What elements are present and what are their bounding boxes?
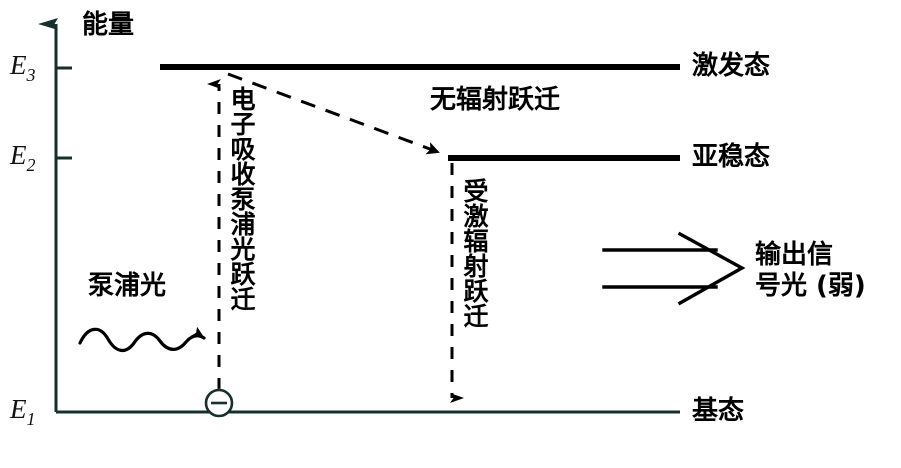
pump-light-label: 泵浦光 <box>88 271 167 301</box>
transition-label-stimulated: 受激辐射跃迁 <box>460 178 489 328</box>
state-label-excited: 激发态 <box>692 51 771 81</box>
axis-label-e1: E1 <box>10 396 36 428</box>
axis-label-e1-subscript: 1 <box>26 408 36 429</box>
axis-label-e2-base: E <box>10 140 27 170</box>
state-label-metastable: 亚稳态 <box>692 142 771 172</box>
axis-label-e1-base: E <box>10 394 27 424</box>
axis-label-e3-base: E <box>10 50 27 80</box>
pump-wave-arrow <box>78 326 206 352</box>
axis-label-e3-subscript: 3 <box>26 64 36 85</box>
output-signal-label-line1: 输出信 <box>755 240 834 270</box>
output-signal-label: 输出信 号光 (弱) <box>755 240 866 301</box>
axis-label-e3: E3 <box>10 52 36 84</box>
transition-label-absorption: 电子吸收泵浦光跃迁 <box>227 86 256 311</box>
transition-label-nonradiative: 无辐射跃迁 <box>430 85 561 115</box>
transition-nonradiative-arrow <box>227 72 440 155</box>
output-signal-label-line2: 号光 (弱) <box>755 270 866 301</box>
axis-title-energy: 能量 <box>82 10 135 40</box>
axis-label-e2-subscript: 2 <box>26 154 36 175</box>
state-label-ground: 基态 <box>692 396 745 426</box>
electron-symbol <box>204 388 234 418</box>
axis-label-e2: E2 <box>10 142 36 174</box>
output-block-arrow <box>602 231 746 306</box>
